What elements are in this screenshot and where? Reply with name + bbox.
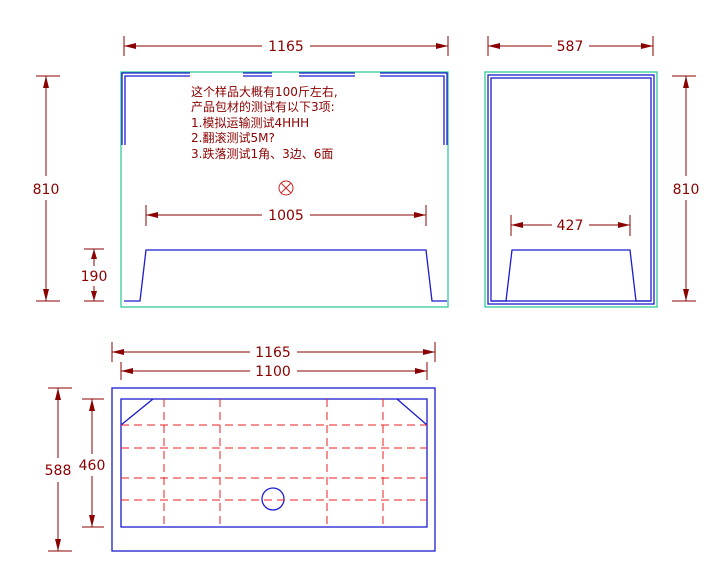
side-height-label: 810	[673, 182, 700, 198]
note-line-1: 这个样品大概有100斤左右,	[191, 84, 338, 99]
top-outer-depth-label: 588	[45, 463, 72, 479]
side-width-dimension: 587	[487, 36, 654, 56]
test-requirements-note: 这个样品大概有100斤左右, 产品包材的测试有以下3项: 1.模拟运输测试4HH…	[191, 84, 338, 161]
front-height-dimension: 810	[33, 75, 60, 302]
note-line-5: 3.跌落测试1角、3边、6面	[191, 146, 333, 161]
top-body-outline	[111, 387, 436, 552]
front-body-outline	[120, 71, 449, 308]
center-mark-icon	[278, 180, 294, 196]
front-width-label: 1165	[268, 39, 304, 55]
top-outer-depth-dimension: 588	[45, 387, 72, 552]
top-dashed-grid	[121, 399, 427, 527]
front-height-label: 810	[33, 182, 60, 198]
side-height-dimension: 810	[672, 75, 700, 302]
front-leg-height-dimension: 190	[81, 248, 108, 302]
front-width-dimension: 1165	[123, 36, 449, 56]
side-width-label: 587	[557, 39, 584, 55]
front-leg-height-label: 190	[81, 269, 108, 285]
top-view: 1165 1100 588 460	[45, 342, 436, 552]
front-inner-width-dimension: 1005	[145, 205, 427, 226]
note-line-4: 2.翻滚测试5M?	[191, 130, 275, 145]
top-inner-depth-label: 460	[79, 458, 106, 474]
front-inner-width-label: 1005	[268, 208, 304, 224]
top-outer-width-dimension: 1165	[111, 342, 436, 362]
side-view: 587 810 427	[484, 36, 700, 308]
top-outer-width-label: 1165	[255, 345, 291, 361]
top-inner-depth-dimension: 460	[79, 398, 106, 528]
note-line-2: 产品包材的测试有以下3项:	[191, 99, 335, 114]
top-inner-width-dimension: 1100	[120, 362, 428, 380]
side-inner-width-label: 427	[557, 218, 584, 234]
top-inner-width-label: 1100	[255, 364, 291, 380]
side-inner-width-dimension: 427	[510, 215, 631, 236]
front-view: 1165 810 190	[33, 36, 449, 308]
note-line-3: 1.模拟运输测试4HHH	[191, 115, 309, 130]
side-body-outline	[484, 71, 658, 308]
